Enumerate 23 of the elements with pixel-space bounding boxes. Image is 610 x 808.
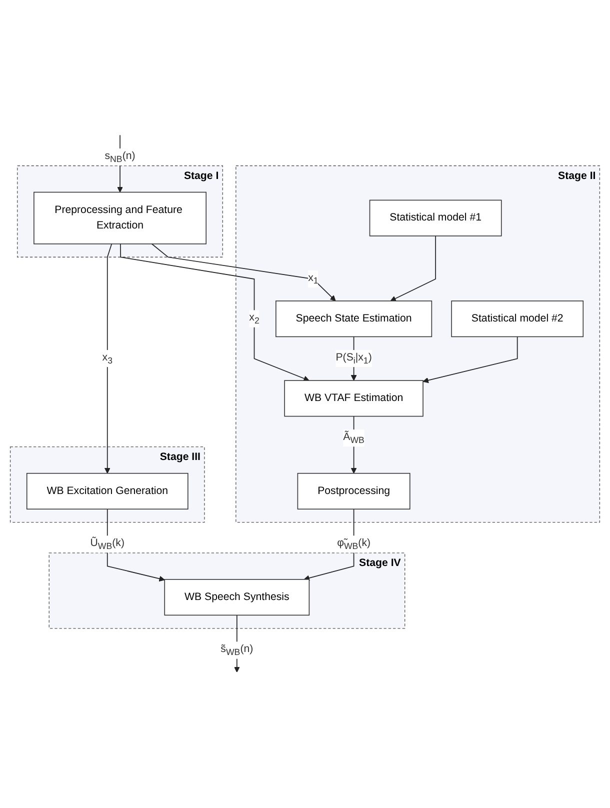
node-box: WB Speech Synthesis — [164, 579, 310, 616]
edge-label: φ̃$_{WB}$(k) — [337, 538, 371, 552]
arrow — [390, 236, 436, 302]
edge-label: x$_{2}$ — [249, 312, 260, 326]
arrow — [151, 244, 336, 302]
edge-label: P(S$_{i}$|x$_{1}$) — [336, 352, 372, 366]
node-box: WB VTAF Estimation — [284, 380, 424, 417]
node-box: Speech State Estimation — [276, 300, 432, 338]
edge-label: s$_{NB}$(n) — [104, 150, 136, 164]
edge-label: x$_{1}$ — [308, 272, 318, 286]
edge-label: x$_{3}$ — [102, 352, 112, 366]
edge-label: Ũ$_{WB}$(k) — [90, 538, 124, 552]
node-box: Statistical model #2 — [451, 300, 584, 338]
arrow — [350, 416, 357, 474]
node-box: Preprocessing and Feature Extraction — [34, 192, 206, 245]
arrow — [104, 244, 112, 474]
edge-label: s̃$_{WB}$(n) — [220, 644, 254, 658]
arrow — [422, 336, 518, 384]
node-box: WB Excitation Generation — [26, 473, 188, 510]
edge-label: Ã$_{WB}$ — [343, 432, 364, 446]
arrow — [120, 244, 310, 382]
node-box: Statistical model #1 — [369, 200, 502, 237]
node-box: Postprocessing — [297, 473, 410, 510]
